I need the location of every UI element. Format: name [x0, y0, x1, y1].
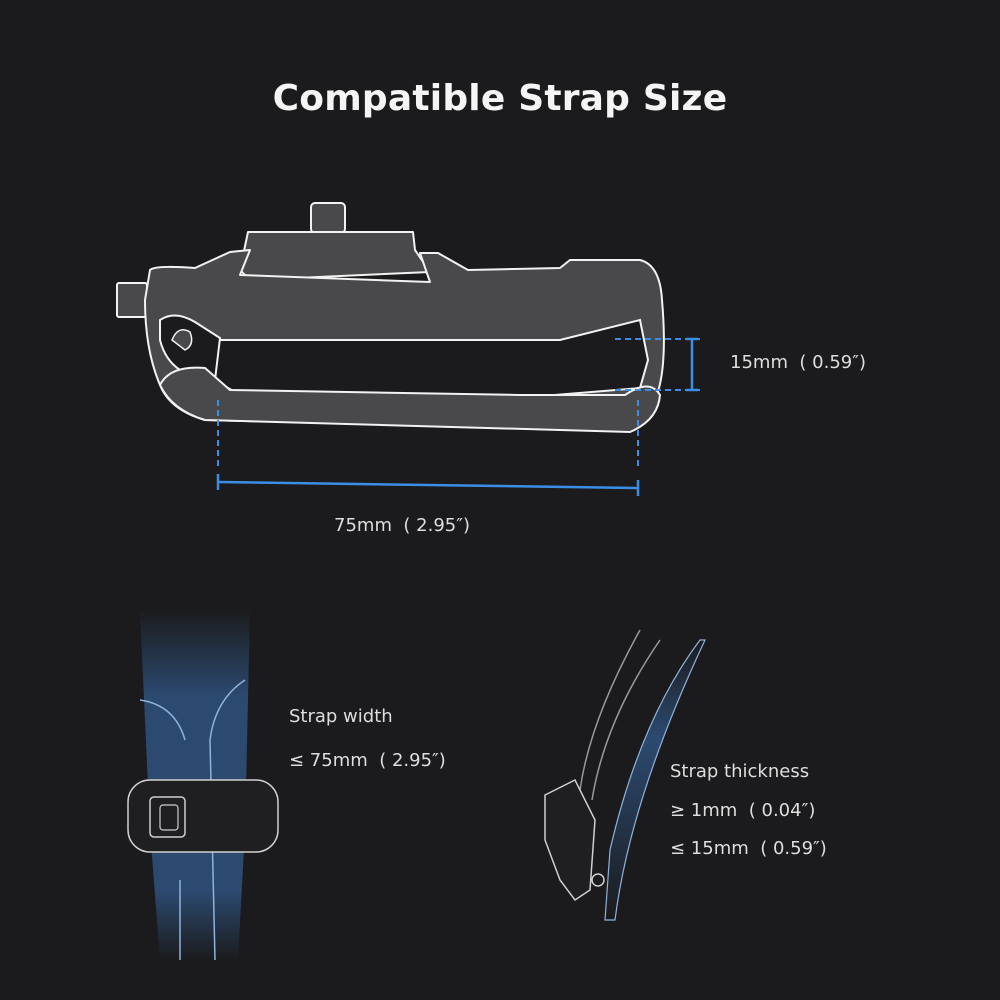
- strap-width-illustration: [127, 610, 279, 961]
- width-dimension-label: 75mm ( 2.95″): [334, 515, 470, 536]
- strap-width-heading: Strap width: [289, 706, 393, 727]
- height-dimension-label: 15mm ( 0.59″): [730, 352, 866, 373]
- dimension-lines: [216, 337, 700, 496]
- strap-thickness-min: ≥ 1mm ( 0.04″): [670, 800, 816, 821]
- strap-thickness-max: ≤ 15mm ( 0.59″): [670, 838, 827, 859]
- page-title: Compatible Strap Size: [272, 78, 728, 119]
- strap-width-value: ≤ 75mm ( 2.95″): [289, 750, 446, 771]
- strap-thickness-heading: Strap thickness: [670, 761, 810, 782]
- strap-thickness-illustration: [544, 629, 706, 921]
